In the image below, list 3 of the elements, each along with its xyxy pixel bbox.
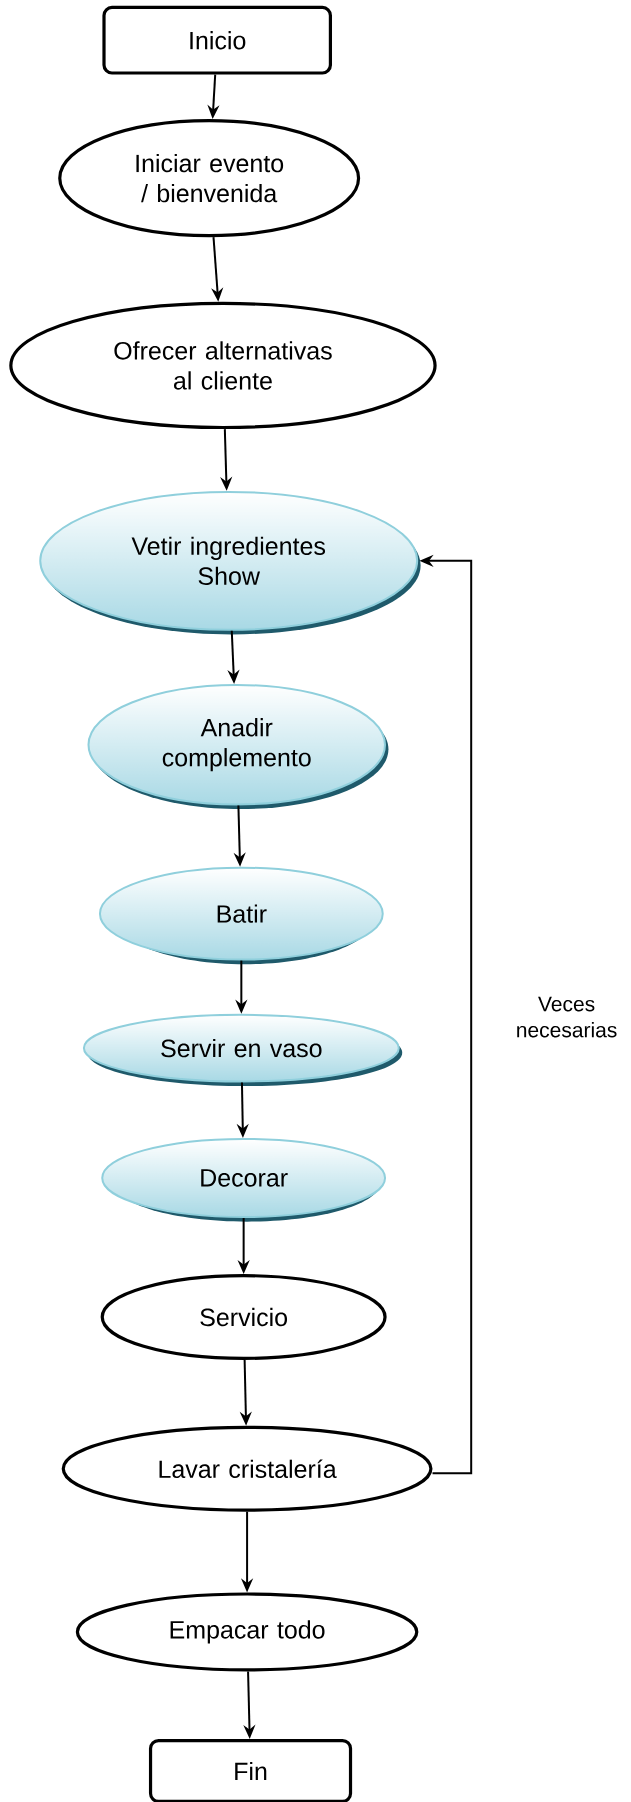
edge-label: Veces necesarias [502,994,631,1040]
terminal-box: Fin [149,1738,353,1802]
terminal-box: Inicio [102,5,333,75]
